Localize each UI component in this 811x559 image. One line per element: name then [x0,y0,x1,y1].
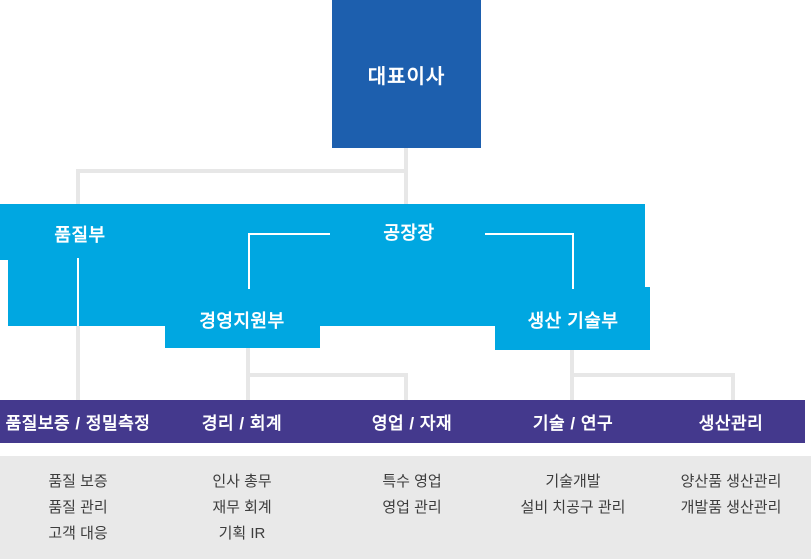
connector-quality-to-bar [76,326,80,400]
list-item: 고객 대응 [48,525,108,542]
list-item: 영업 관리 [382,499,442,516]
connector-top-horizontal [76,169,408,173]
connector-factory-right-horizontal [485,233,574,235]
list-item: 특수 영업 [382,473,442,490]
connector-mgmt-horizontal [246,373,408,377]
band-quality-factory [0,204,645,260]
connector-quality-branch-drop [76,169,80,204]
list-item: 기술개발 [545,473,601,490]
mgmt-support-node [165,287,320,348]
list-item: 양산품 생산관리 [680,473,782,490]
department-bar [0,400,805,443]
connector-prodtech-horizontal [570,373,735,377]
item-list-quality: 품질 보증 품질 관리 고객 대응 [0,469,188,547]
list-item: 인사 총무 [212,473,272,490]
list-item: 기획 IR [218,525,266,542]
list-item: 개발품 생산관리 [680,499,782,516]
list-item: 설비 치공구 관리 [520,499,626,516]
mgmt-support-label: 경영지원부 [199,311,285,331]
dept-label-quality-assurance: 품질보증 / 정밀측정 [5,414,151,433]
item-list-sales: 특수 영업 영업 관리 [302,469,522,521]
connector-prodmgmt-drop [731,373,735,400]
connector-quality-white [77,258,79,326]
item-list-accounting: 인사 총무 재무 회계 기획 IR [132,469,352,547]
prod-tech-node [495,287,650,350]
connector-ceo-drop [404,148,408,204]
list-item: 품질 보증 [48,473,108,490]
ceo-node: 대표이사 [332,0,481,148]
connector-factory-left-drop [248,233,250,289]
item-list-tech: 기술개발 설비 치공구 관리 [463,469,683,521]
quality-dept-label: 품질부 [54,225,106,245]
connector-sales-drop [404,373,408,400]
list-item: 품질 관리 [48,499,108,516]
detail-panel [0,456,811,559]
dept-label-tech-research: 기술 / 연구 [532,414,614,433]
item-list-production: 양산품 생산관리 개발품 생산관리 [621,469,811,521]
list-item: 재무 회계 [212,499,272,516]
factory-manager-label: 공장장 [383,223,435,243]
connector-factory-left-horizontal [249,233,330,235]
dept-label-accounting: 경리 / 회계 [201,414,283,433]
ceo-label: 대표이사 [367,65,446,88]
connector-factory-right-drop [572,233,574,289]
prod-tech-label: 생산 기술부 [527,311,619,331]
dept-label-sales-materials: 영업 / 자재 [371,414,453,433]
dept-label-production-mgmt: 생산관리 [698,414,764,433]
